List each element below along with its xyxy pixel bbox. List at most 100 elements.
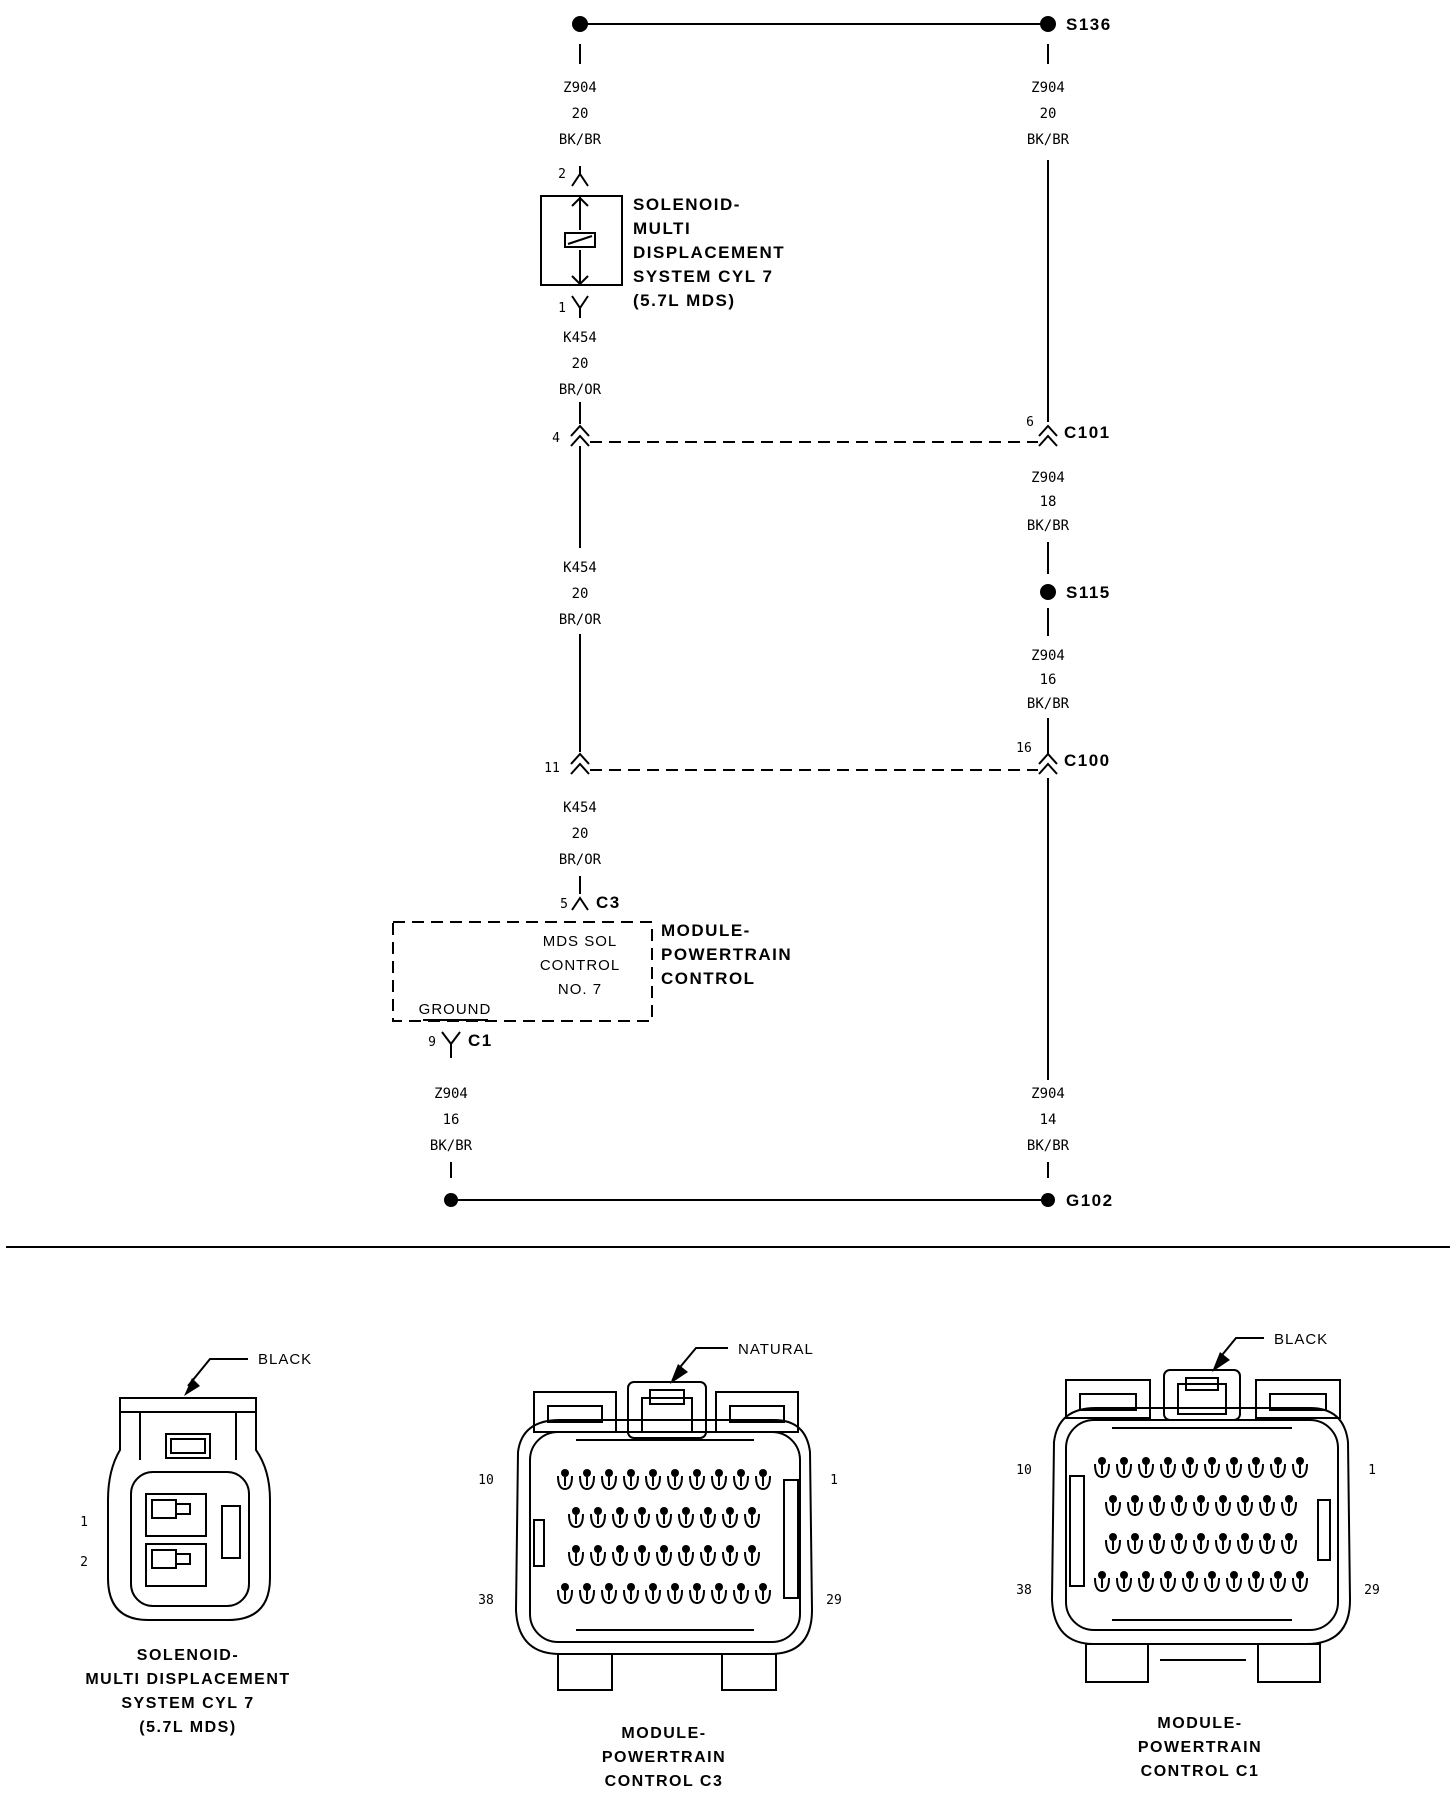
terminal-cavity: [1160, 1457, 1176, 1479]
splice-dot-s136: [1040, 16, 1056, 32]
terminal-cavity: [1237, 1533, 1253, 1555]
c3-view-caption-2: POWERTRAIN: [602, 1749, 726, 1766]
splice-s115-label: S115: [1066, 583, 1111, 602]
ground-g102-label: G102: [1066, 1191, 1114, 1210]
terminal-cavity: [557, 1469, 573, 1491]
terminal-cavity: [1292, 1457, 1308, 1479]
terminal-cavity: [733, 1469, 749, 1491]
terminal-cavity: [623, 1469, 639, 1491]
terminal-cavity: [1193, 1533, 1209, 1555]
terminal-cavity: [568, 1507, 584, 1529]
terminal-cavity: [568, 1545, 584, 1567]
c101-left-terminal: [570, 424, 590, 447]
terminal-cavity: [1171, 1495, 1187, 1517]
splice-s136-label: S136: [1066, 15, 1112, 34]
wire-w2-color: BK/BR: [1027, 132, 1070, 148]
solenoid-label-5: (5.7L MDS): [633, 291, 736, 310]
terminal-cavity: [1204, 1571, 1220, 1593]
solenoid-label-3: DISPLACEMENT: [633, 243, 785, 262]
terminal-cavity: [1116, 1457, 1132, 1479]
wire-w3-gauge: 20: [572, 356, 589, 372]
c101-right-terminal: [1038, 424, 1058, 447]
c1-view-pin-10: 10: [1016, 1463, 1032, 1478]
terminal-cavity: [1292, 1571, 1308, 1593]
terminal-cavity: [722, 1545, 738, 1567]
terminal-cavity: [678, 1545, 694, 1567]
wire-w8-color: BK/BR: [430, 1138, 473, 1154]
wire-w2-gauge: 20: [1040, 106, 1057, 122]
terminal-cavity: [1160, 1571, 1176, 1593]
splice-dot-s115: [1040, 584, 1056, 600]
pcm-label-1: MODULE-: [661, 921, 751, 940]
terminal-cavity: [1149, 1533, 1165, 1555]
connector-view-pcm-c3: NATURAL 10 1 38 29 MODULE- POWERTRAIN CO…: [478, 1341, 842, 1790]
wire-w9-gauge: 14: [1040, 1112, 1057, 1128]
wire-w3-circuit: K454: [563, 330, 597, 346]
terminal-cavity: [1215, 1495, 1231, 1517]
terminal-cavity: [579, 1583, 595, 1605]
terminal-cavity: [1237, 1495, 1253, 1517]
terminal-cavity: [1127, 1533, 1143, 1555]
terminal-cavity: [1138, 1457, 1154, 1479]
terminal-cavity: [634, 1507, 650, 1529]
c101-pin-4-label: 4: [552, 431, 560, 446]
wire-w4-gauge: 18: [1040, 494, 1057, 510]
terminal-cavity: [711, 1583, 727, 1605]
wire-w6-gauge: 16: [1040, 672, 1057, 688]
terminal-cavity: [590, 1545, 606, 1567]
pcm-c3-terminal: [571, 896, 589, 911]
terminal-cavity: [667, 1583, 683, 1605]
c101-pin-6-label: 6: [1026, 415, 1034, 430]
sol-pin-1-terminal: [571, 295, 589, 318]
terminal-cavity: [1105, 1533, 1121, 1555]
terminal-cavity: [1204, 1457, 1220, 1479]
terminal-cavity: [1116, 1571, 1132, 1593]
terminal-cavity: [1094, 1457, 1110, 1479]
terminal-cavity: [1105, 1495, 1121, 1517]
pcm-c1-terminal: [441, 1031, 461, 1058]
pcm-label-3: CONTROL: [661, 969, 756, 988]
pcm-c1-label: C1: [468, 1031, 493, 1050]
pcm-body: [392, 921, 653, 1022]
terminal-cavity: [744, 1545, 760, 1567]
wire-w7-circuit: K454: [563, 800, 597, 816]
c1-view-caption-3: CONTROL C1: [1141, 1763, 1260, 1780]
solenoid-coil-icon: [564, 232, 596, 248]
terminal-cavity: [733, 1583, 749, 1605]
terminal-cavity: [1226, 1571, 1242, 1593]
terminal-cavity: [1270, 1457, 1286, 1479]
ground-dot-left: [444, 1193, 458, 1207]
terminal-cavity: [1193, 1495, 1209, 1517]
pcm-c1-pin-9-label: 9: [428, 1035, 436, 1050]
terminal-cavity: [689, 1469, 705, 1491]
wire-w8-gauge: 16: [443, 1112, 460, 1128]
terminal-cavity: [656, 1507, 672, 1529]
terminal-cavity: [634, 1545, 650, 1567]
c3-view-caption-3: CONTROL C3: [605, 1773, 724, 1790]
c1-view-color: BLACK: [1274, 1331, 1328, 1348]
terminal-cavity: [612, 1545, 628, 1567]
wire-w5-color: BR/OR: [559, 612, 602, 628]
c3-view-color: NATURAL: [738, 1341, 814, 1358]
c3-view-leader: [675, 1347, 728, 1373]
terminal-cavity: [656, 1545, 672, 1567]
wire-w8-circuit: Z904: [434, 1086, 468, 1102]
c100-pin-11-label: 11: [544, 761, 560, 776]
terminal-cavity: [1094, 1571, 1110, 1593]
terminal-cavity: [1259, 1533, 1275, 1555]
wire-w6-color: BK/BR: [1027, 696, 1070, 712]
sol-view-caption-3: SYSTEM CYL 7: [121, 1695, 254, 1712]
wire-w9-color: BK/BR: [1027, 1138, 1070, 1154]
sol-view-leader: [187, 1358, 248, 1387]
pcm-label-2: POWERTRAIN: [661, 945, 792, 964]
terminal-cavity: [755, 1583, 771, 1605]
solenoid-arrow-up-icon: [571, 196, 589, 207]
terminal-cavity: [711, 1469, 727, 1491]
terminal-cavity: [1281, 1533, 1297, 1555]
terminal-cavity: [1226, 1457, 1242, 1479]
c100-left-terminal: [570, 752, 590, 775]
wire-w7-color: BR/OR: [559, 852, 602, 868]
pcm-c3-pin-5-label: 5: [560, 897, 568, 912]
pcm-function-1: MDS SOL: [543, 933, 618, 950]
terminal-cavity: [1138, 1571, 1154, 1593]
